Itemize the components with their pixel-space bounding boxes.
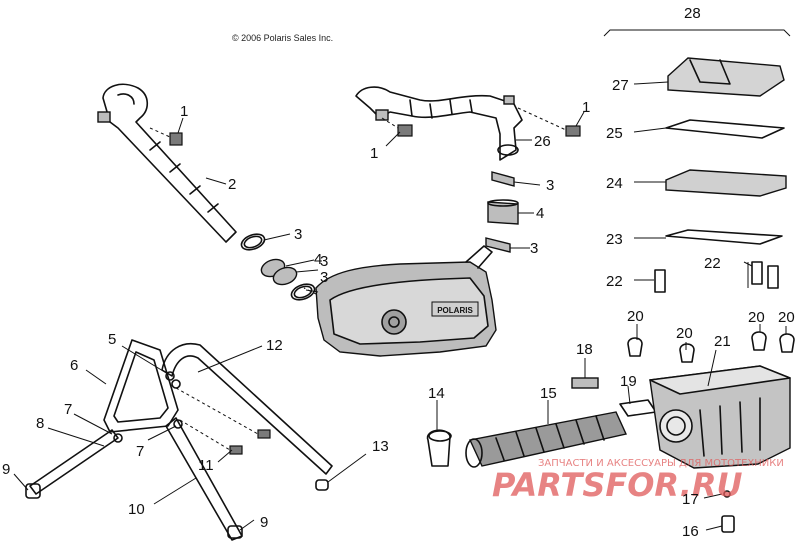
part-14-clamp	[426, 429, 452, 467]
label-1: 1	[582, 99, 590, 116]
label-26: 26	[534, 133, 551, 150]
label-8: 8	[36, 415, 44, 432]
label-20: 20	[676, 325, 693, 342]
label-22: 22	[606, 273, 623, 290]
label-18: 18	[576, 341, 593, 358]
label-21: 21	[714, 333, 731, 350]
part-6-bracket-plate	[103, 339, 179, 433]
label-6: 6	[70, 357, 78, 374]
label-4: 4	[314, 251, 322, 268]
callout-labels: 1 1 1 2 3 3 3 3 3 4 4 4 5 6 7 7 8 9 9 10…	[2, 5, 795, 540]
label-13: 13	[372, 438, 389, 455]
part-17-washer	[723, 490, 731, 498]
label-7: 7	[136, 443, 144, 460]
watermark: ЗАПЧАСТИ И АКСЕССУАРЫ ДЛЯ МОТОТЕХНИКИ PA…	[492, 458, 784, 504]
part-24-filter	[665, 169, 787, 197]
part-15-bellow-duct	[465, 411, 627, 468]
label-2: 2	[228, 176, 236, 193]
part-21-airbox	[649, 365, 791, 469]
label-1: 1	[370, 145, 378, 162]
part-25-gasket	[665, 119, 785, 139]
label-9: 9	[260, 514, 268, 531]
label-19: 19	[620, 373, 637, 390]
part-20-clips	[627, 331, 795, 363]
label-25: 25	[606, 125, 623, 142]
part-1-bolt-c	[517, 107, 581, 137]
part-23-gasket	[665, 229, 783, 245]
part-10-frame-tube	[165, 417, 243, 541]
part-16-grommet	[721, 515, 735, 533]
part-8-frame-tube	[29, 429, 119, 495]
part-19-sensor	[619, 385, 657, 417]
label-3: 3	[546, 177, 554, 194]
part-27-airbox-lid	[667, 57, 785, 97]
label-3: 3	[530, 240, 538, 257]
part-22-screws	[654, 261, 779, 293]
part-18-bolt	[571, 358, 599, 389]
part-2-intake-duct	[97, 83, 237, 243]
watermark-small-text: ЗАПЧАСТИ И АКСЕССУАРЫ ДЛЯ МОТОТЕХНИКИ	[538, 458, 784, 469]
label-10: 10	[128, 501, 145, 518]
label-5: 5	[108, 331, 116, 348]
copyright-text: © 2006 Polaris Sales Inc.	[232, 33, 333, 43]
part-12-frame-tube	[161, 343, 333, 475]
part-3-clamp-c	[491, 171, 515, 187]
part-4-coupler-b	[487, 199, 519, 225]
label-17: 17	[682, 491, 699, 508]
leader-lines	[13, 81, 787, 531]
part-3-clamp-b	[290, 283, 316, 301]
label-23: 23	[606, 231, 623, 248]
part-1-bolt-b	[381, 117, 413, 137]
part-3-clamp-a	[240, 233, 266, 251]
label-20: 20	[778, 309, 795, 326]
label-12: 12	[266, 337, 283, 354]
part-26-duct	[355, 86, 523, 161]
label-16: 16	[682, 523, 699, 540]
part-13-cap	[315, 479, 329, 491]
label-3: 3	[320, 269, 328, 286]
label-20: 20	[748, 309, 765, 326]
label-28: 28	[684, 5, 701, 22]
label-7: 7	[64, 401, 72, 418]
label-27: 27	[612, 77, 629, 94]
label-3: 3	[320, 253, 328, 270]
label-11: 11	[198, 457, 214, 474]
label-9: 9	[2, 461, 10, 478]
label-24: 24	[606, 175, 623, 192]
label-20: 20	[627, 308, 644, 325]
case-brand-text: POLARIS	[437, 306, 473, 315]
cvt-cover: POLARIS	[303, 245, 497, 357]
part-3-clamp-d	[485, 237, 511, 253]
watermark-big-text: PARTSFOR.RU	[492, 466, 742, 504]
label-4: 4	[536, 205, 544, 222]
part-28-bracket	[603, 29, 791, 37]
label-3: 3	[294, 226, 302, 243]
label-15: 15	[540, 385, 557, 402]
part-1-bolt-a	[149, 127, 183, 146]
label-14: 14	[428, 385, 445, 402]
part-9-caps	[25, 483, 243, 539]
part-4-coupler-a	[260, 258, 298, 286]
label-22: 22	[704, 255, 721, 272]
part-11-bolts	[175, 387, 271, 455]
label-1: 1	[180, 103, 188, 120]
